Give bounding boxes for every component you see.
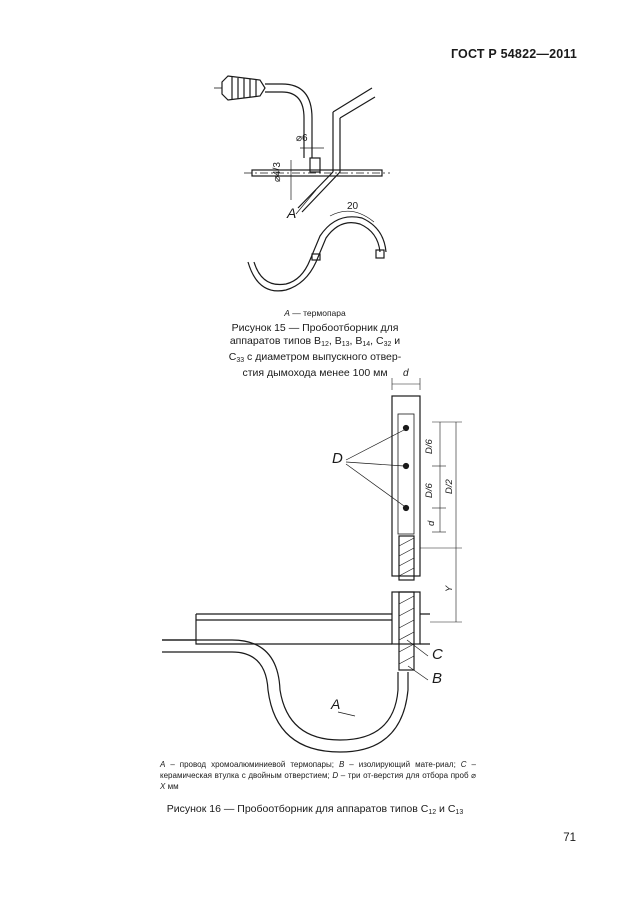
flue-wall [332, 87, 376, 119]
caption15-line2: аппаратов типов B12, B13, B14, C32 и [229, 335, 401, 348]
standard-id: ГОСТ Р 54822—2011 [450, 47, 577, 61]
fig15-label-diameter-6: ⌀6 [296, 133, 308, 144]
figure16-legend: A – провод хромоалюминиевой термопары; B… [160, 760, 477, 791]
flue-plate [195, 613, 430, 645]
figure-15-drawing [214, 75, 390, 292]
s-curve-probe [247, 222, 381, 292]
figure-16-drawing [162, 378, 462, 753]
figure15-legend: A — термопара [0, 308, 630, 318]
figure15-caption: Рисунок 15 — Пробоотборник для аппаратов… [200, 322, 430, 380]
fig15-label-dim-20: 20 [347, 201, 359, 212]
fig15-label-point-a: A [287, 205, 297, 221]
u-wire [162, 651, 409, 753]
fig16-label-d-top: d [403, 368, 409, 379]
fig16-label-point-a: A [331, 696, 341, 712]
fig16-label-point-c: C [432, 646, 443, 663]
fig16-label-point-d: D [332, 450, 343, 467]
fig16-label-d6-lower: D/6 [424, 483, 435, 498]
fig16-label-y: Y [444, 585, 455, 592]
figure16-caption: Рисунок 16 — Пробоотборник для аппаратов… [166, 803, 464, 816]
bent-tube [265, 83, 313, 158]
caption15-line1: Рисунок 15 — Пробоотборник для [231, 322, 399, 334]
ceramic-sleeve-upper [398, 535, 415, 581]
fig16-label-point-b: B [432, 670, 443, 687]
ceramic-sleeve-lower [398, 591, 415, 671]
page-number: 71 [563, 832, 576, 844]
fig16-label-d6-upper: D/6 [424, 439, 435, 454]
fig16-label-d2: D/2 [444, 479, 455, 494]
legend15-text: — термопара [289, 308, 346, 318]
fig15-label-diameter-4-3: ⌀4/3 [272, 162, 283, 182]
legend15-key: A [284, 308, 290, 318]
fitting-coupling [214, 75, 266, 101]
fig16-label-d-lower: d [426, 520, 437, 526]
caption15-line3: C33 с диаметром выпускного отвер- [228, 351, 402, 364]
caption15-line4: стия дымохода менее 100 мм [242, 367, 388, 379]
upper-tube [391, 395, 421, 577]
